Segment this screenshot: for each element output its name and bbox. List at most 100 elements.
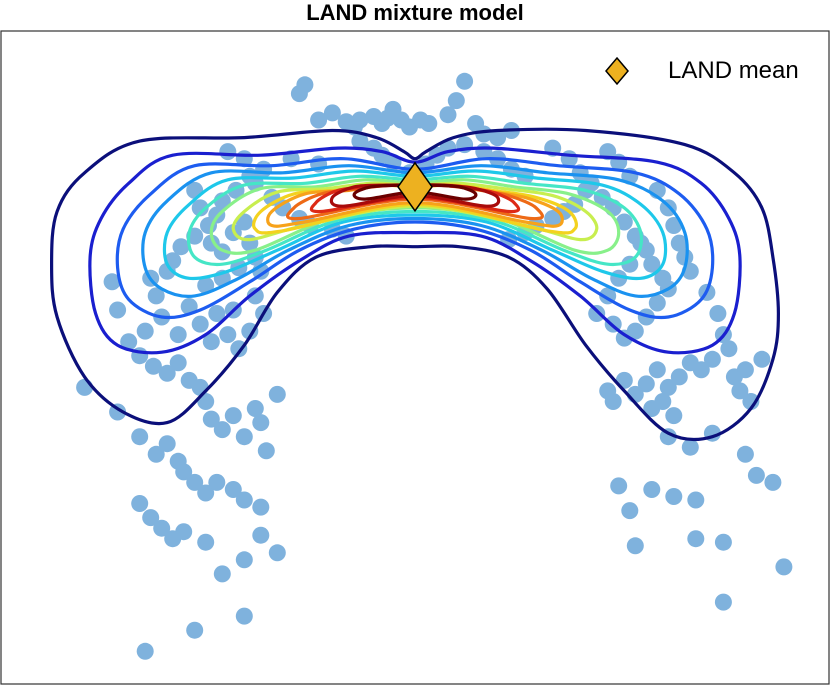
data-point — [224, 407, 242, 425]
data-point — [235, 491, 253, 509]
data-point — [676, 248, 694, 266]
data-point — [202, 410, 220, 428]
data-point — [131, 495, 149, 512]
data-point — [621, 502, 639, 520]
data-point — [147, 445, 165, 463]
data-point — [731, 382, 749, 400]
data-point — [257, 442, 275, 460]
data-point — [268, 544, 286, 562]
data-point — [323, 104, 341, 122]
data-point — [489, 129, 507, 147]
data-point — [235, 213, 253, 231]
data-point — [191, 315, 209, 333]
data-point — [136, 322, 154, 340]
data-point — [169, 326, 187, 344]
data-point — [681, 438, 699, 456]
data-point — [175, 523, 193, 541]
land-mean-marker — [397, 161, 433, 213]
contour-line-level-1 — [50, 127, 780, 441]
data-point — [764, 473, 782, 491]
data-point — [268, 385, 286, 403]
contour-line-level-2 — [88, 146, 742, 355]
data-point — [420, 115, 438, 132]
data-point — [246, 400, 264, 417]
data-point — [235, 607, 253, 625]
data-point — [235, 551, 253, 569]
data-point — [186, 473, 204, 491]
data-point — [213, 421, 231, 439]
data-point — [615, 329, 633, 347]
land-mean-marker-group — [397, 161, 433, 213]
data-point — [588, 305, 606, 322]
data-point — [447, 92, 465, 110]
data-point — [224, 481, 242, 498]
data-point — [235, 428, 253, 446]
data-point — [246, 287, 264, 305]
data-point — [142, 509, 160, 527]
data-point — [147, 287, 165, 305]
data-point — [599, 382, 617, 400]
data-point — [665, 407, 683, 425]
data-point — [153, 519, 171, 537]
data-point — [197, 276, 215, 294]
data-point — [720, 340, 738, 358]
data-point — [208, 473, 226, 491]
data-point — [643, 255, 661, 273]
density-contours — [50, 127, 780, 441]
data-point — [643, 481, 661, 498]
data-point — [665, 217, 683, 234]
data-point — [202, 333, 220, 351]
data-point — [687, 530, 705, 548]
data-point — [175, 463, 193, 481]
data-point — [736, 445, 754, 463]
data-point — [637, 375, 655, 393]
data-point — [158, 364, 176, 382]
data-point — [120, 333, 138, 351]
data-point — [351, 132, 369, 150]
chart-title: LAND mixture model — [306, 0, 524, 25]
data-point — [144, 357, 162, 375]
contour-line-level-5 — [162, 169, 668, 281]
contour-line-level-4 — [141, 164, 689, 298]
contour-line-level-6 — [186, 174, 644, 267]
data-point — [191, 199, 209, 217]
data-point — [208, 305, 226, 322]
data-point — [219, 143, 237, 161]
data-point — [659, 378, 677, 396]
data-point — [742, 393, 760, 410]
data-point — [544, 210, 562, 227]
data-point — [703, 350, 721, 368]
data-point — [172, 238, 190, 256]
legend-label: LAND mean — [668, 57, 799, 84]
data-point — [252, 498, 270, 516]
data-point — [351, 111, 369, 129]
data-point — [714, 533, 732, 551]
data-point — [665, 488, 683, 505]
data-point — [775, 558, 793, 576]
data-point — [681, 354, 699, 372]
data-point — [310, 111, 328, 129]
data-point — [736, 361, 754, 379]
data-point — [76, 378, 94, 396]
data-point — [648, 361, 666, 379]
data-point — [197, 484, 215, 502]
data-point — [456, 72, 474, 90]
data-point — [615, 213, 633, 231]
data-point — [131, 428, 149, 446]
data-point — [252, 526, 270, 544]
data-point — [648, 294, 666, 312]
data-point — [439, 106, 457, 124]
data-point — [274, 199, 292, 217]
data-point — [687, 491, 705, 509]
data-point — [714, 593, 732, 611]
contour-line-level-3 — [115, 157, 715, 320]
legend: LAND mean — [605, 56, 799, 86]
data-point — [709, 305, 727, 322]
data-point — [252, 414, 270, 432]
data-point — [753, 350, 771, 368]
data-point — [169, 354, 187, 372]
data-point — [670, 234, 688, 252]
data-point — [610, 477, 628, 495]
data-point — [626, 537, 644, 555]
